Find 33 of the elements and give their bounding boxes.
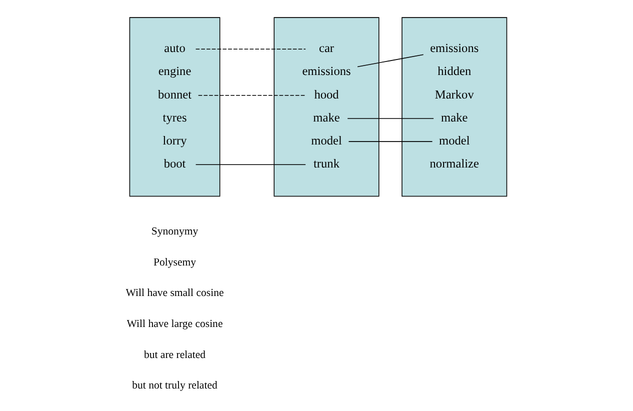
node-text: emissions bbox=[302, 64, 351, 78]
cluster bbox=[402, 17, 508, 197]
label: but not truly related bbox=[132, 380, 218, 392]
node-text: car bbox=[319, 41, 334, 56]
node-text: lorry bbox=[162, 133, 187, 148]
node-text: make bbox=[313, 110, 340, 124]
label: Will have large cosine bbox=[126, 318, 223, 330]
node-text: engine bbox=[158, 64, 192, 78]
connector bbox=[195, 48, 306, 50]
node-text: tyres bbox=[162, 110, 187, 124]
node-text: model bbox=[438, 133, 470, 148]
node-text: boot bbox=[164, 156, 186, 171]
label: but are related bbox=[144, 348, 206, 361]
node-text: trunk bbox=[314, 156, 340, 171]
node-text: model bbox=[311, 133, 342, 148]
label: Polysemy bbox=[154, 256, 196, 268]
connector bbox=[347, 118, 434, 119]
cluster bbox=[274, 17, 380, 197]
node-text: normalize bbox=[430, 156, 479, 171]
connector bbox=[357, 54, 424, 68]
node-text: make bbox=[441, 110, 468, 124]
cluster bbox=[129, 17, 220, 197]
label: Synonymy bbox=[151, 226, 198, 238]
node-text: auto bbox=[164, 41, 186, 56]
connector bbox=[198, 94, 306, 96]
node-text: hidden bbox=[438, 64, 472, 78]
node-text: Markov bbox=[434, 87, 474, 102]
node-text: emissions bbox=[430, 41, 479, 56]
node-text: hood bbox=[314, 87, 339, 102]
label: Will have small cosine bbox=[126, 287, 224, 300]
connector bbox=[348, 141, 433, 142]
node-text: bonnet bbox=[158, 87, 192, 102]
connector bbox=[195, 164, 306, 166]
